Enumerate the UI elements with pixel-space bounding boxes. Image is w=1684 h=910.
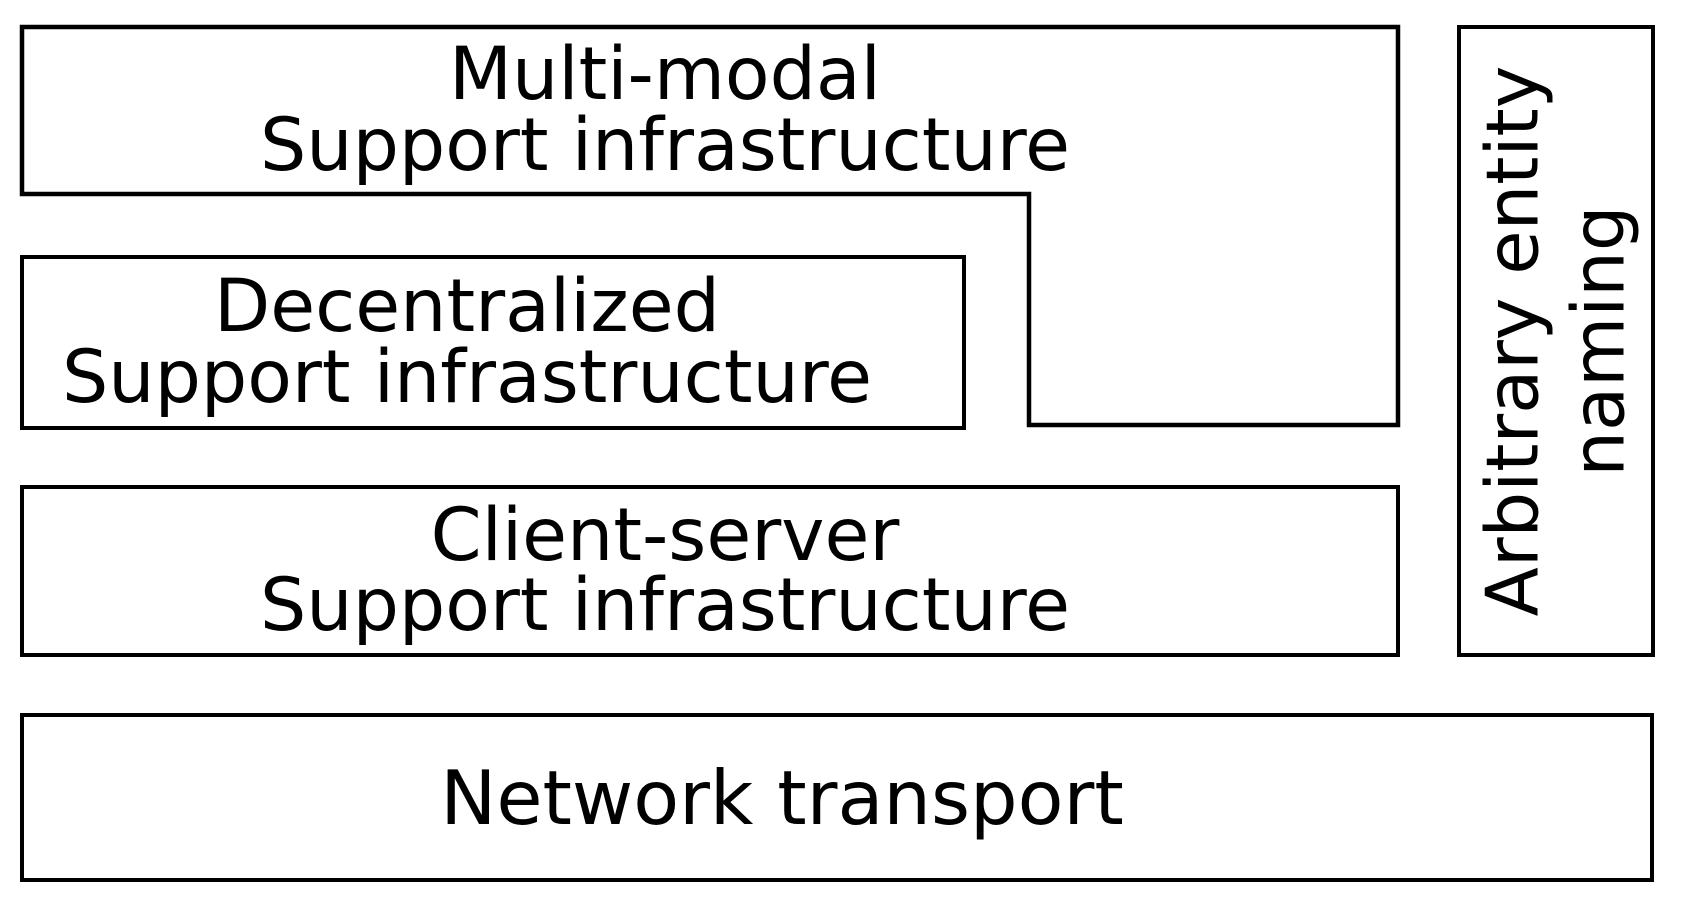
network-layer-label: Network transport (20, 713, 1654, 882)
clientserver-layer-label-line2: Support infrastructure (259, 563, 1071, 648)
network-layer (20, 713, 1654, 882)
naming-layer: Arbitrary entity naming (1457, 25, 1655, 657)
naming-layer-label-line2: naming (1557, 205, 1641, 477)
multimodal-layer-label: Multi-modal Support infrastructure (20, 25, 1400, 196)
naming-layer-label-line1: Arbitrary entity (1470, 65, 1555, 617)
multimodal-layer-label-line2: Support infrastructure (259, 102, 1071, 188)
decentralized-layer-label-line1: Decentralized (214, 264, 720, 350)
multimodal-layer-label-line1: Multi-modal (449, 32, 881, 118)
clientserver-layer (20, 485, 1400, 657)
decentralized-layer-label: Decentralized Support infrastructure (20, 255, 966, 430)
clientserver-layer-label: Client-server Support infrastructure (20, 485, 1400, 657)
decentralized-layer-label-line2: Support infrastructure (61, 334, 873, 420)
network-layer-label-line1: Network transport (440, 753, 1124, 842)
clientserver-layer-label-line1: Client-server (430, 492, 900, 578)
decentralized-layer (20, 255, 966, 430)
multimodal-layer-shape (19, 24, 1401, 428)
naming-layer-label: Arbitrary entity naming (1470, 29, 1643, 653)
